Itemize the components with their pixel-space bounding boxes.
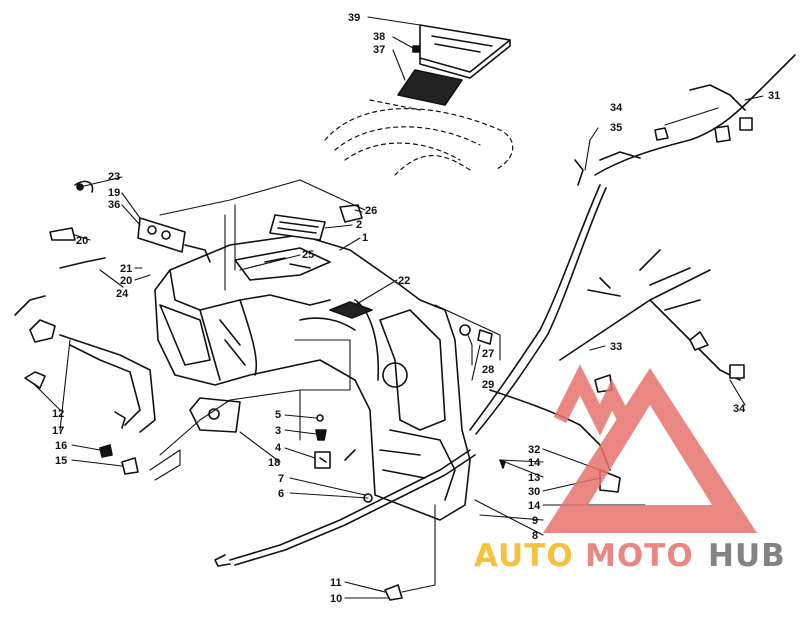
callout-34: 34 — [610, 102, 623, 114]
callout-10: 10 — [330, 593, 342, 605]
callout-21: 21 — [120, 263, 132, 275]
callout-labels: 39 38 37 34 31 35 23 19 36 26 2 1 25 20 … — [52, 12, 780, 605]
callout-12: 12 — [52, 408, 64, 420]
callout-19: 19 — [108, 187, 120, 199]
console-body-part — [154, 234, 471, 521]
watermark-triangle-icon — [543, 368, 757, 533]
callout-25: 25 — [302, 249, 314, 261]
callout-20a: 20 — [76, 235, 88, 247]
callout-26: 26 — [365, 205, 377, 217]
callout-34b: 34 — [733, 403, 746, 415]
callout-1: 1 — [362, 232, 368, 244]
callout-18: 18 — [268, 457, 280, 469]
callout-4: 4 — [275, 442, 282, 454]
leader-lines — [34, 16, 764, 599]
callout-7: 7 — [278, 473, 284, 485]
callout-28: 28 — [482, 364, 494, 376]
callout-9: 9 — [532, 515, 538, 527]
callout-3: 3 — [275, 425, 281, 437]
hood-outline — [324, 99, 514, 176]
watermark-word-auto: AUTO — [474, 538, 574, 574]
mount-hardware — [459, 324, 493, 345]
callout-31: 31 — [768, 90, 780, 102]
gauge-panel-part — [137, 217, 211, 263]
watermark-word-moto: MOTO — [585, 538, 694, 574]
callout-8: 8 — [532, 530, 538, 542]
circuit-board-part — [397, 24, 511, 106]
callout-13: 13 — [528, 472, 540, 484]
callout-22: 22 — [398, 275, 410, 287]
plate-part — [329, 301, 373, 319]
callout-17: 17 — [52, 425, 64, 437]
callout-36: 36 — [108, 199, 120, 211]
callout-2: 2 — [356, 219, 362, 231]
callout-23: 23 — [108, 171, 120, 183]
callout-38: 38 — [373, 31, 385, 43]
callout-6: 6 — [278, 488, 284, 500]
callout-37: 37 — [373, 44, 385, 56]
callout-5: 5 — [275, 409, 281, 421]
callout-30: 30 — [528, 486, 540, 498]
callout-33: 33 — [610, 341, 622, 353]
callout-14a: 14 — [528, 457, 541, 469]
callout-20b: 20 — [120, 275, 132, 287]
callout-15: 15 — [55, 455, 67, 467]
left-small-parts — [14, 180, 156, 475]
callout-16: 16 — [55, 440, 67, 452]
callout-14b: 14 — [528, 500, 541, 512]
watermark-logo: AUTO MOTO HUB — [474, 364, 786, 574]
switch-part — [269, 204, 363, 241]
callout-27: 27 — [482, 348, 494, 360]
callout-35: 35 — [610, 122, 622, 134]
callout-24: 24 — [116, 288, 129, 300]
light-panel-part — [189, 397, 241, 433]
callout-29: 29 — [482, 379, 494, 391]
watermark-word-hub: HUB — [708, 538, 786, 574]
callout-39: 39 — [348, 12, 360, 24]
hardware-stack — [314, 414, 373, 503]
callout-11: 11 — [330, 577, 342, 589]
callout-32: 32 — [528, 444, 540, 456]
wiring-harness — [214, 54, 796, 601]
